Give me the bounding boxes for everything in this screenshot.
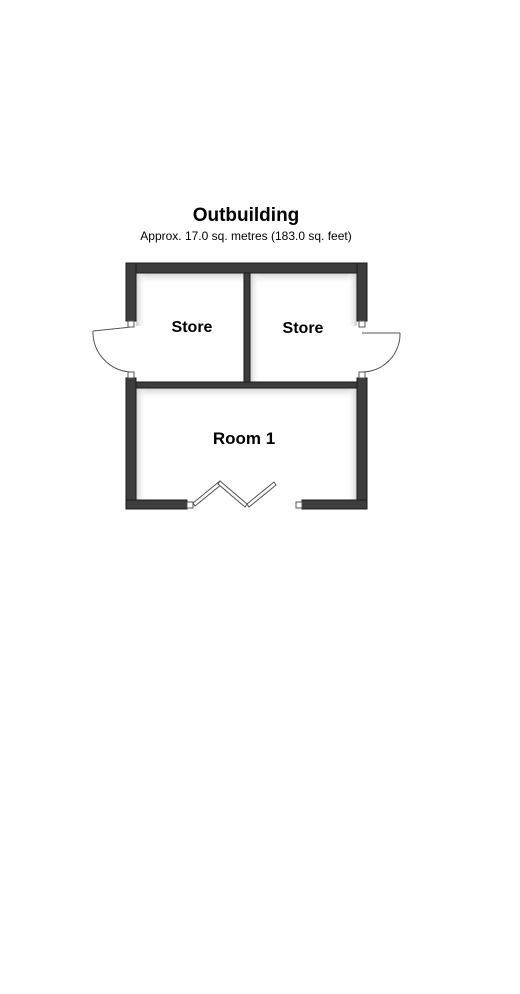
wall-left-lower bbox=[125, 377, 137, 510]
wall-bottom-right bbox=[301, 499, 368, 510]
wall-top bbox=[125, 262, 368, 274]
walls bbox=[125, 262, 368, 510]
bifold-doors bbox=[192, 480, 277, 508]
room-label-store-right: Store bbox=[283, 320, 324, 337]
wall-store-partition bbox=[243, 272, 251, 384]
plan-area-subtitle: Approx. 17.0 sq. metres (183.0 sq. feet) bbox=[140, 229, 352, 243]
wall-right-lower bbox=[356, 377, 368, 510]
plan-title: Outbuilding bbox=[192, 205, 300, 226]
wall-left-upper bbox=[125, 262, 137, 322]
room-label-store-left: Store bbox=[172, 319, 213, 336]
wall-right-upper bbox=[356, 262, 368, 322]
right-door-swing bbox=[361, 332, 401, 373]
wall-middle-partition bbox=[135, 381, 358, 389]
left-door-swing bbox=[92, 326, 132, 373]
wall-bottom-left bbox=[125, 499, 188, 510]
room-label-room-1: Room 1 bbox=[213, 429, 275, 448]
interior-shading bbox=[136, 273, 357, 500]
